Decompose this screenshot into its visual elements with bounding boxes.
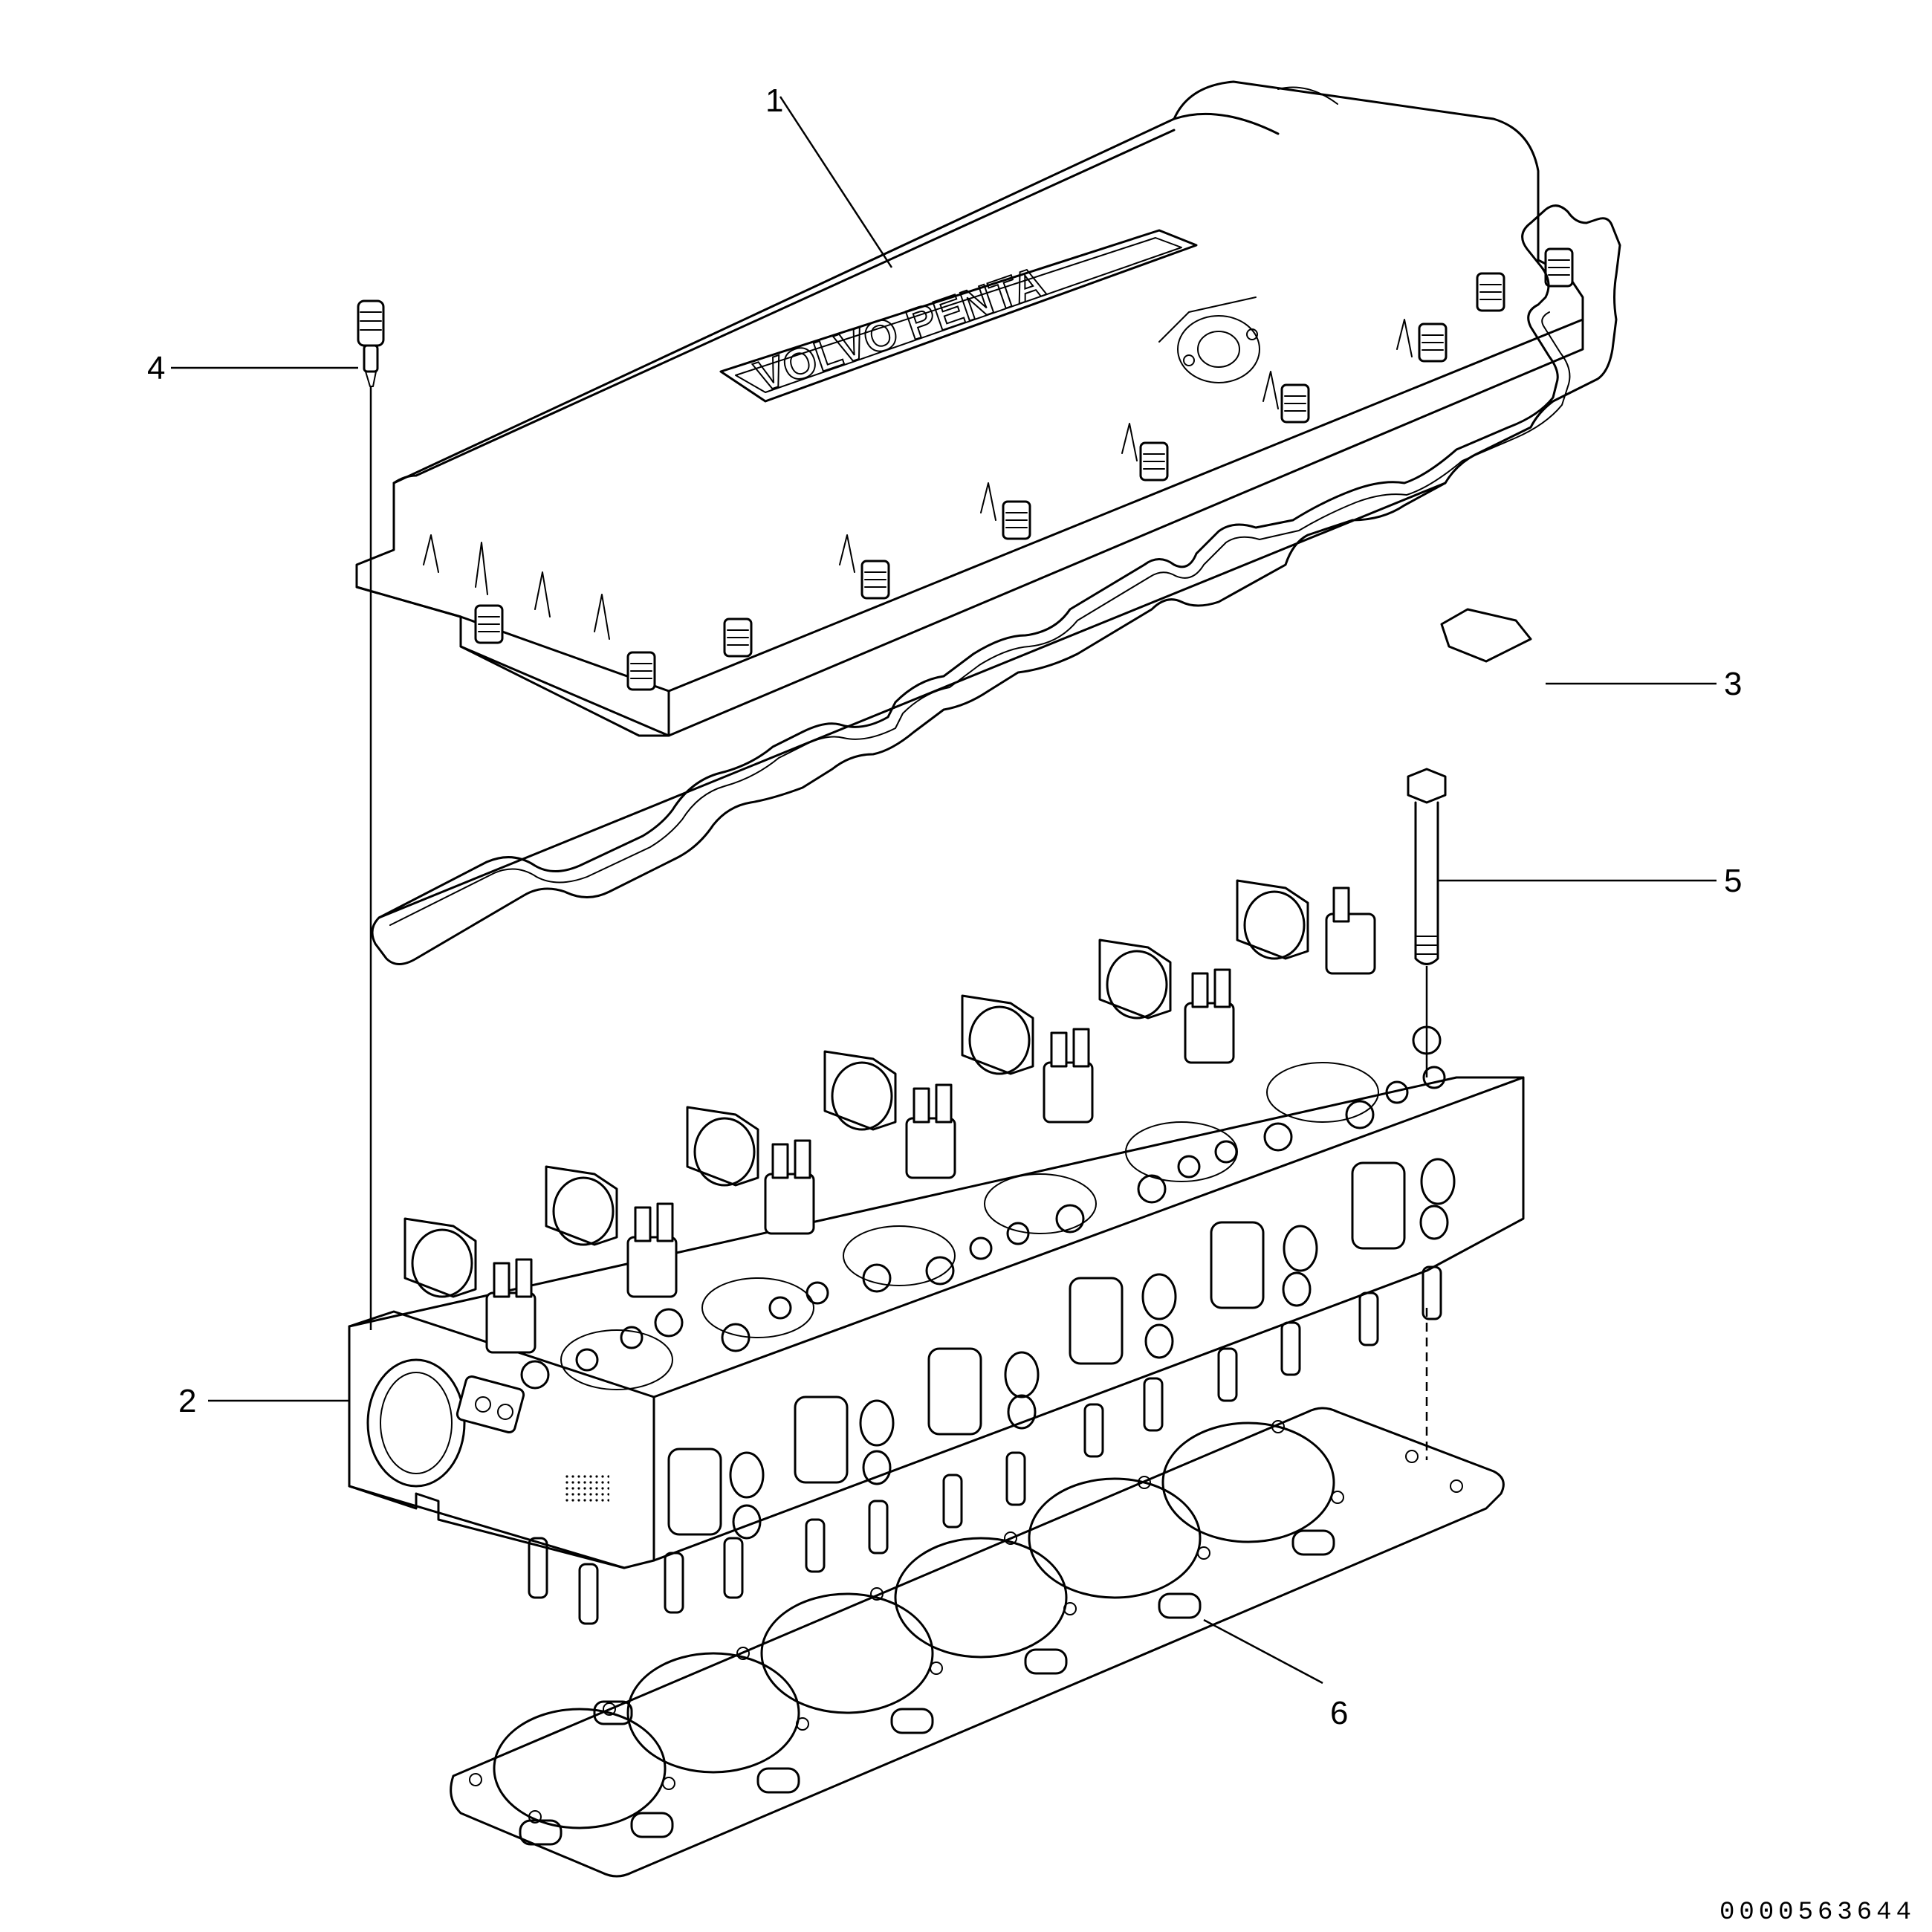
cover-bolt [1418,322,1448,363]
cover-bolt [1280,383,1310,424]
cover-bolt [723,617,753,658]
gasket-tab [1440,608,1532,663]
cylinder-head-gasket [450,1407,1505,1878]
bearing-cap [1098,939,1235,1064]
head-gasket-outline [450,1407,1505,1878]
bearing-cap [686,1106,815,1235]
callout-label-4: 4 [147,350,165,386]
gasket-outer [377,204,1621,919]
front-port [366,1358,466,1488]
callouts: 1 2 3 4 5 6 [147,82,1742,1731]
casting-mark [565,1475,609,1505]
callout-5: 5 [1438,863,1742,899]
callout-label-5: 5 [1724,863,1742,899]
cover-bolt [1476,272,1505,312]
bearing-cap [545,1165,678,1298]
valve-cover: VOLVO PENTA [355,80,1584,737]
cover-bolt [1002,500,1031,540]
callout-2: 2 [178,1383,349,1419]
head-studs [528,1265,1442,1625]
cover-bolt [1139,441,1169,482]
bearing-cap [1236,879,1376,975]
callout-1: 1 [765,82,893,268]
gasket-bore [1161,1422,1335,1543]
cover-bolt [1544,247,1574,288]
gasket-bore [626,1652,800,1774]
drawing-id: 0000563644 [1719,1899,1916,1927]
assembly-guide-lines [369,386,1428,1460]
callout-6: 6 [1203,1618,1348,1731]
cover-bolt [860,560,890,600]
oil-filler-symbol [1158,296,1260,383]
callout-4: 4 [147,350,358,386]
cylinder-head [348,879,1525,1625]
gasket-holes [469,1420,1463,1824]
cylinder-head-body [348,1076,1525,1569]
gasket-bore [760,1592,934,1714]
cover-bolts [474,247,1574,691]
valve-cover-gasket [371,204,1621,965]
gasket-bore [493,1708,667,1829]
bearing-cap [823,1050,956,1179]
gasket-ports [519,1529,1335,1846]
callout-3: 3 [1546,666,1742,702]
valve-springs [520,1025,1446,1390]
cover-bolt [474,604,504,644]
bearing-cap [961,994,1094,1124]
bearing-cap [403,1217,537,1354]
callout-label-1: 1 [765,82,783,119]
gasket-bore [894,1537,1068,1659]
head-bolt [1407,768,1447,965]
callout-label-3: 3 [1724,666,1742,702]
gasket-bore [1028,1477,1202,1599]
valve-cover-body [355,80,1584,737]
side-ports [667,1158,1456,1540]
camshaft-bearing-caps [403,879,1376,1354]
callout-label-6: 6 [1330,1695,1348,1731]
cover-bolt [626,651,656,691]
plug-screw [357,299,385,387]
callout-label-2: 2 [178,1383,196,1419]
